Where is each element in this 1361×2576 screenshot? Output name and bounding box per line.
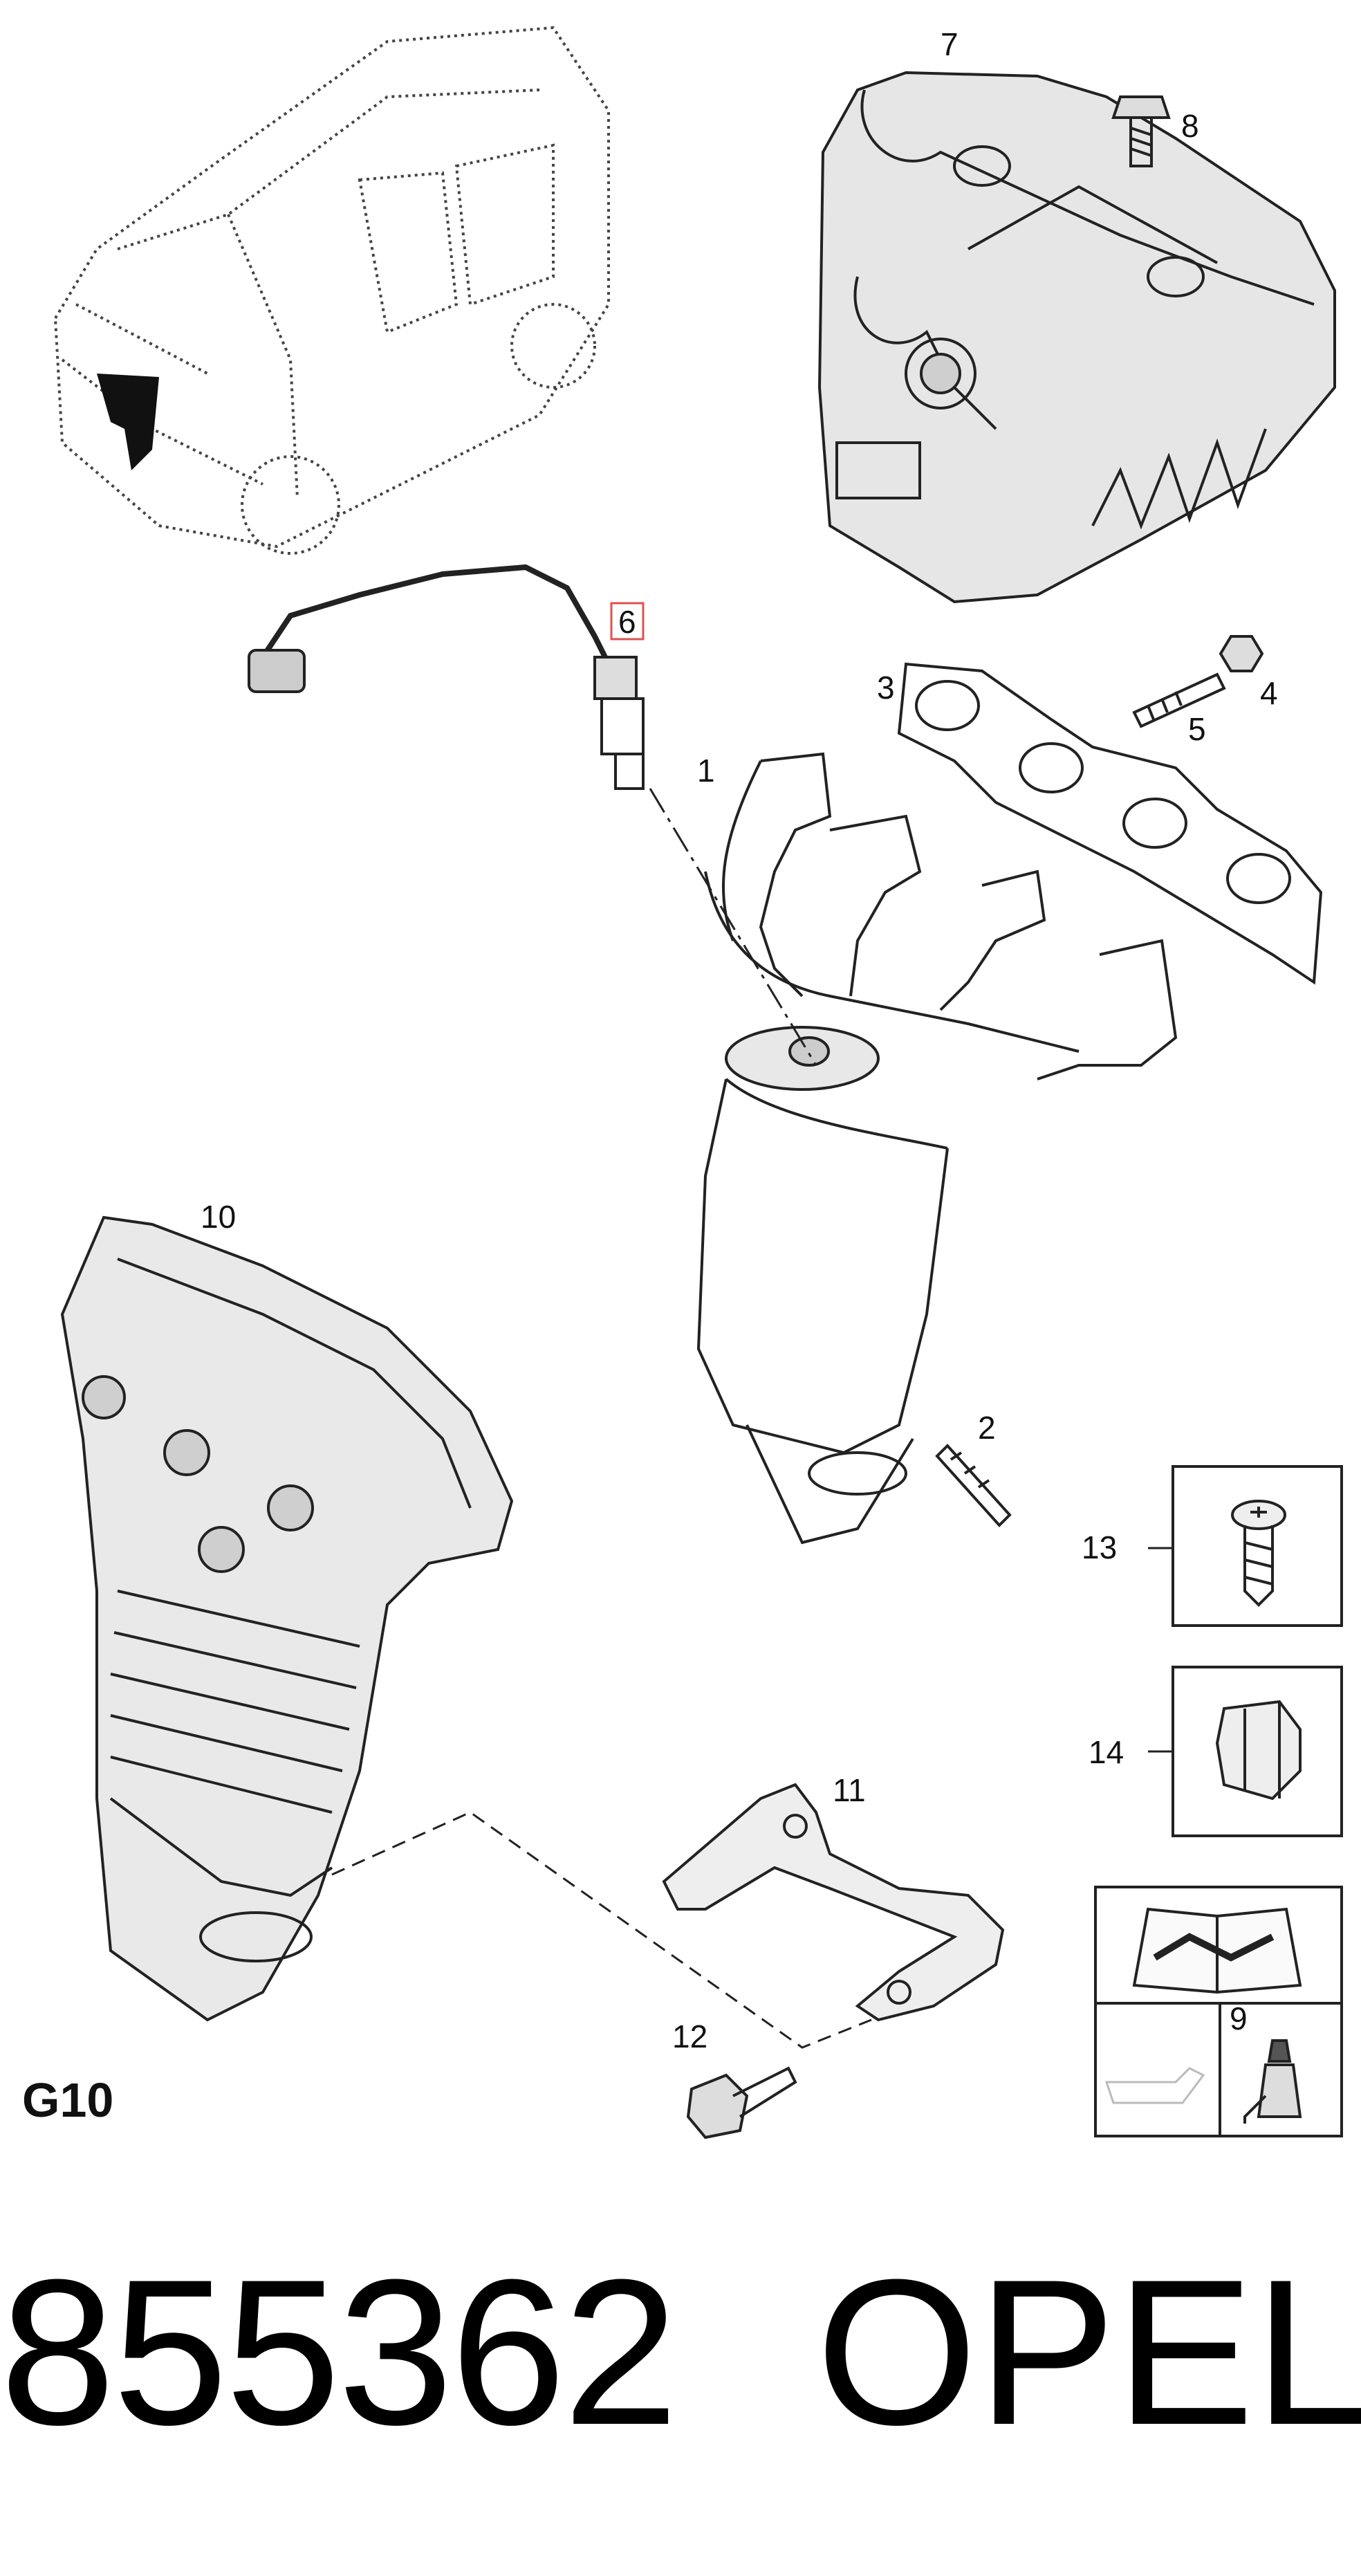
repair-manual-icon [1132,1907,1302,1994]
oxygen-sensor [248,564,645,790]
clip-14 [1215,1700,1302,1801]
callout-3: 3 [877,670,895,706]
callout-14: 14 [1089,1734,1124,1770]
brand-name: OPEL [816,2236,1361,2468]
callout-2: 2 [978,1410,996,1446]
callout-1: 1 [697,753,715,789]
callout-13: 13 [1082,1529,1117,1565]
bolt-8 [1111,95,1171,167]
callout-10: 10 [201,1199,236,1235]
callout-6: 6 [618,604,636,640]
bracket-leader-line [331,1811,872,2049]
highlight-box-6 [610,602,645,641]
callout-12: 12 [672,2018,707,2054]
oil-can-icon [1104,2067,1205,2104]
screw-13 [1231,1500,1286,1607]
stud-2 [935,1444,1012,1527]
callout-9: 9 [1230,2000,1248,2036]
bracket [662,1783,1005,2022]
section-code: G10 [22,2073,113,2127]
callout-8: 8 [1181,108,1199,144]
callout-4: 4 [1260,675,1278,711]
vehicle-illustration [53,26,610,555]
bolt-12 [686,2066,797,2140]
part-number: 855362 [0,2236,678,2468]
engine-location-marker [97,374,159,470]
part-13-box [1172,1465,1343,1627]
heat-shield [817,71,1336,604]
manifold-gasket [897,662,1323,985]
exhaust-manifold [696,752,1178,1545]
nut-and-stud [1132,635,1264,728]
callout-5: 5 [1188,711,1206,747]
manifold-converter-alt [60,1215,514,2022]
callout-11: 11 [833,1772,866,1808]
sealant-tube-icon [1243,2039,1302,2124]
sensor-leader-line [649,788,817,1066]
callout-7: 7 [941,26,959,62]
